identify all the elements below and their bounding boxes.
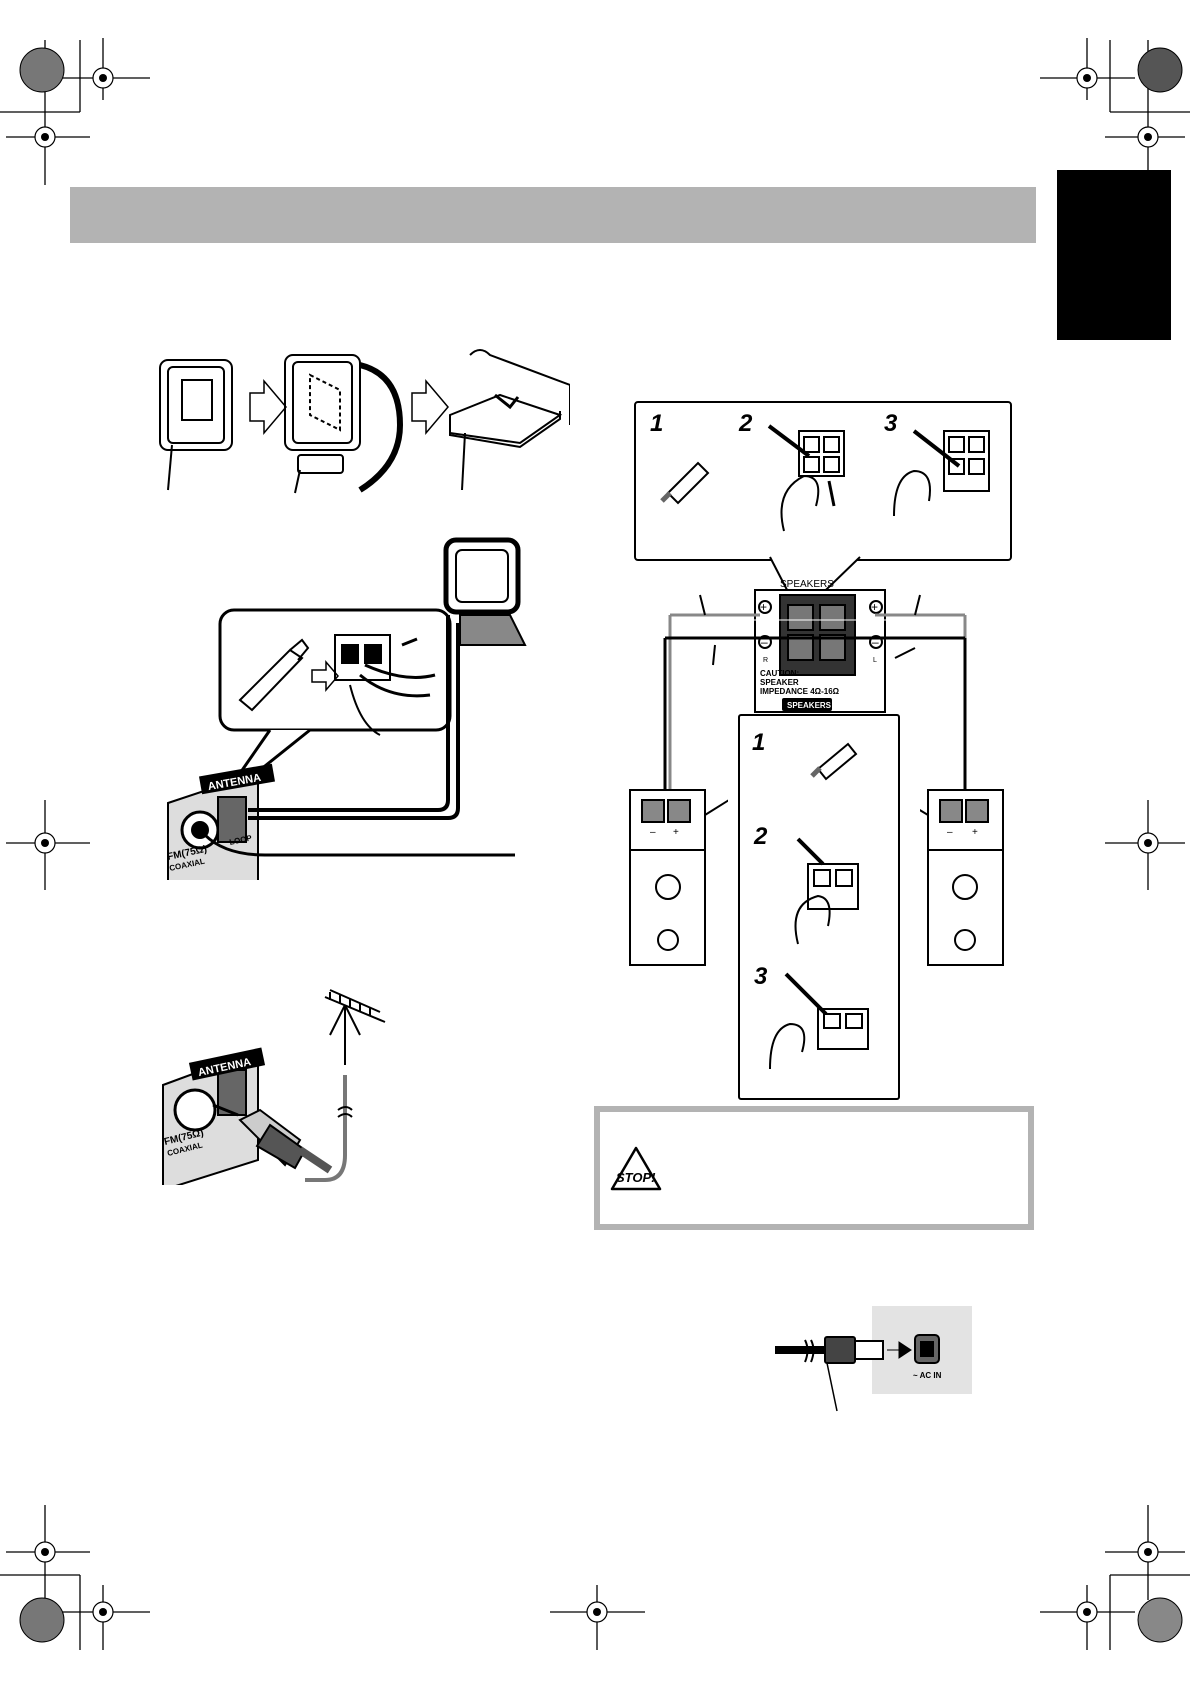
ac-power-cord-illustration: ~ AC IN	[775, 1334, 942, 1412]
minus-left: –	[872, 635, 879, 649]
terminal-step-3-number: 3	[754, 963, 768, 990]
right-speaker-plus: +	[972, 827, 978, 838]
step-2-number: 2	[738, 410, 753, 437]
stop-label: STOP!	[616, 1170, 656, 1185]
am-loop-antenna-connection-illustration: ANTENNA FM(75Ω) COAXIAL LOOP	[166, 537, 527, 880]
left-speaker-illustration: – +	[629, 789, 728, 966]
speakers-title: SPEAKERS	[780, 579, 834, 590]
stop-caution-box	[594, 1106, 1034, 1230]
caution-line-2: SPEAKER	[760, 678, 799, 687]
speakers-badge-bg	[782, 698, 832, 711]
antenna-label-2-bg	[188, 1047, 266, 1081]
right-channel-label: R	[763, 657, 768, 664]
left-speaker-plus: +	[673, 827, 679, 838]
speaker-terminal-steps-illustration: 1 2 3	[752, 729, 869, 1070]
caution-line-3: IMPEDANCE 4Ω-16Ω	[760, 687, 840, 696]
header-bar	[70, 187, 1036, 243]
step-1-number: 1	[650, 410, 663, 437]
loop-antenna-assembly-illustration	[159, 349, 570, 494]
stop-warning-icon: STOP!	[610, 1146, 662, 1191]
right-speaker-illustration: – +	[920, 789, 1004, 966]
caution-line-1: CAUTION:	[760, 669, 799, 678]
plus-left: +	[871, 600, 878, 614]
step-3-number: 3	[884, 410, 898, 437]
speakers-badge: SPEAKERS	[787, 701, 832, 710]
minus-right: –	[761, 635, 768, 649]
antenna-label-bg	[198, 763, 276, 795]
outdoor-fm-antenna-illustration: ANTENNA FM(75Ω) COAXIAL	[162, 989, 386, 1185]
left-channel-label: L	[873, 657, 877, 664]
language-tab	[1057, 170, 1171, 340]
right-speaker-minus: –	[947, 827, 953, 838]
terminal-step-2-number: 2	[753, 823, 768, 850]
speaker-steps-illustration: 1 2 3	[650, 410, 990, 532]
left-speaker-minus: –	[650, 827, 656, 838]
ac-in-label: ~ AC IN	[913, 1371, 942, 1380]
plus-right: +	[760, 600, 767, 614]
speaker-wiring-illustration: SPEAKERS + + – – R L CAUTION: SPEAKER IM…	[663, 579, 967, 805]
terminal-step-1-number: 1	[752, 729, 765, 756]
